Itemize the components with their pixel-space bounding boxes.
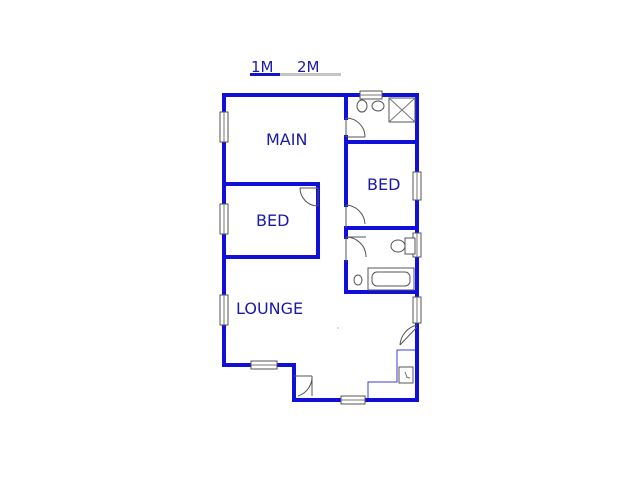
toilet-bath <box>404 237 416 255</box>
scale-bar: 1M 2M <box>250 58 341 76</box>
door-bath <box>345 236 367 262</box>
walls <box>222 93 419 402</box>
door-kitchen <box>399 324 418 346</box>
doors <box>294 117 418 397</box>
room-label-bed-left: BED <box>256 211 289 230</box>
door-entrance <box>294 375 313 397</box>
floor-mark <box>337 327 339 329</box>
fixtures <box>337 97 416 398</box>
room-label-bed-right: BED <box>367 175 400 194</box>
basin-bath <box>353 274 363 286</box>
room-label-main: MAIN <box>266 130 307 149</box>
room-labels: MAIN BED BED LOUNGE <box>236 130 400 318</box>
door-bath-main <box>345 117 366 138</box>
scale-bar-dark <box>250 73 280 76</box>
toilet-bath-bowl <box>390 239 406 253</box>
basin-top <box>371 100 385 112</box>
door-bed-right <box>345 204 366 228</box>
room-label-lounge: LOUNGE <box>236 299 303 318</box>
door-bed-left <box>299 187 319 207</box>
scale-bar-light <box>280 73 341 76</box>
bathtub-inner <box>371 271 411 287</box>
scale-label-2m: 2M <box>297 58 320 76</box>
scale-label-1m: 1M <box>251 58 274 76</box>
kitchen-counter <box>367 349 415 398</box>
windows <box>219 90 422 405</box>
toilet-top <box>356 99 368 113</box>
